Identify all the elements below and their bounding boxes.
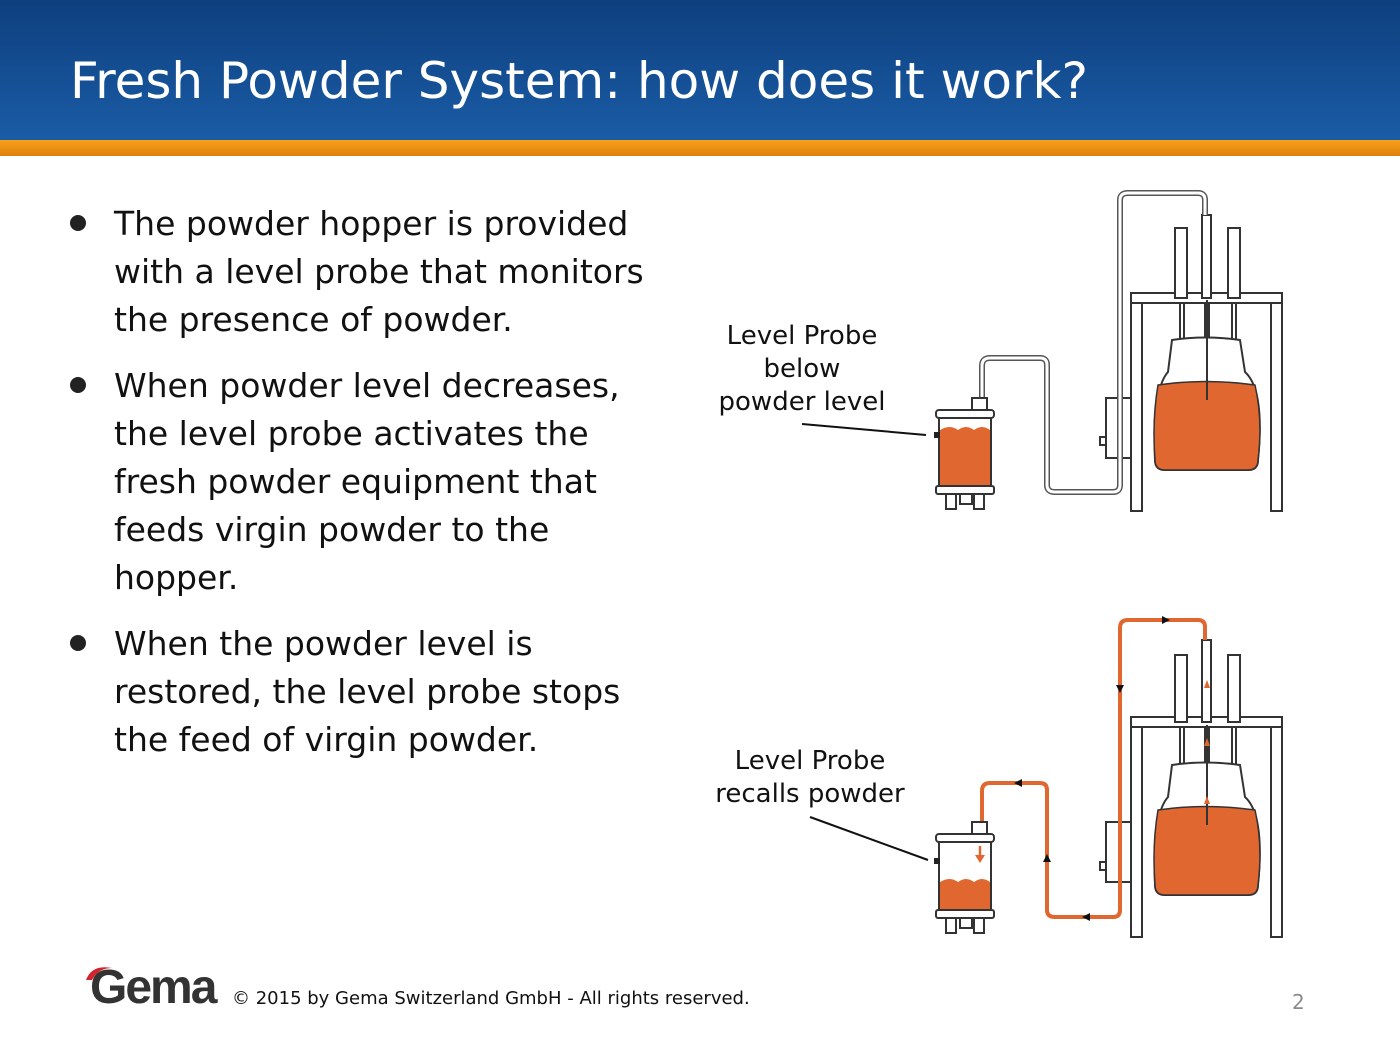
bullet-dot-icon (70, 377, 86, 393)
bullet-text: The powder hopper is provided with a lev… (114, 204, 644, 339)
header-accent-stripe (0, 140, 1400, 156)
bullet-item: When the powder level is restored, the l… (68, 620, 668, 764)
slide-title: Fresh Powder System: how does it work? (70, 52, 1088, 110)
bullet-dot-icon (70, 635, 86, 651)
diagram-top-label-text: Level Probe below powder level (718, 321, 886, 417)
diagram-probe-recalls-powder (809, 616, 1283, 938)
gema-logo: Gema (90, 961, 217, 1014)
diagram-bottom-label: Level Probe recalls powder (705, 745, 915, 811)
bullet-dot-icon (70, 215, 86, 231)
diagram-probe-below-level (801, 190, 1283, 512)
bullet-list: The powder hopper is provided with a lev… (68, 200, 668, 782)
bullet-item: When powder level decreases, the level p… (68, 362, 668, 602)
bullet-text: When the powder level is restored, the l… (114, 624, 621, 759)
diagram-bottom-label-text: Level Probe recalls powder (715, 746, 905, 809)
gema-logo-swoosh-icon (86, 967, 112, 980)
header-bar (0, 0, 1400, 140)
copyright-text: © 2015 by Gema Switzerland GmbH - All ri… (232, 988, 750, 1009)
diagram-top-label: Level Probe below powder level (712, 320, 892, 419)
bullet-item: The powder hopper is provided with a lev… (68, 200, 668, 344)
bullet-text: When powder level decreases, the level p… (114, 366, 620, 597)
page-number: 2 (1292, 990, 1305, 1014)
